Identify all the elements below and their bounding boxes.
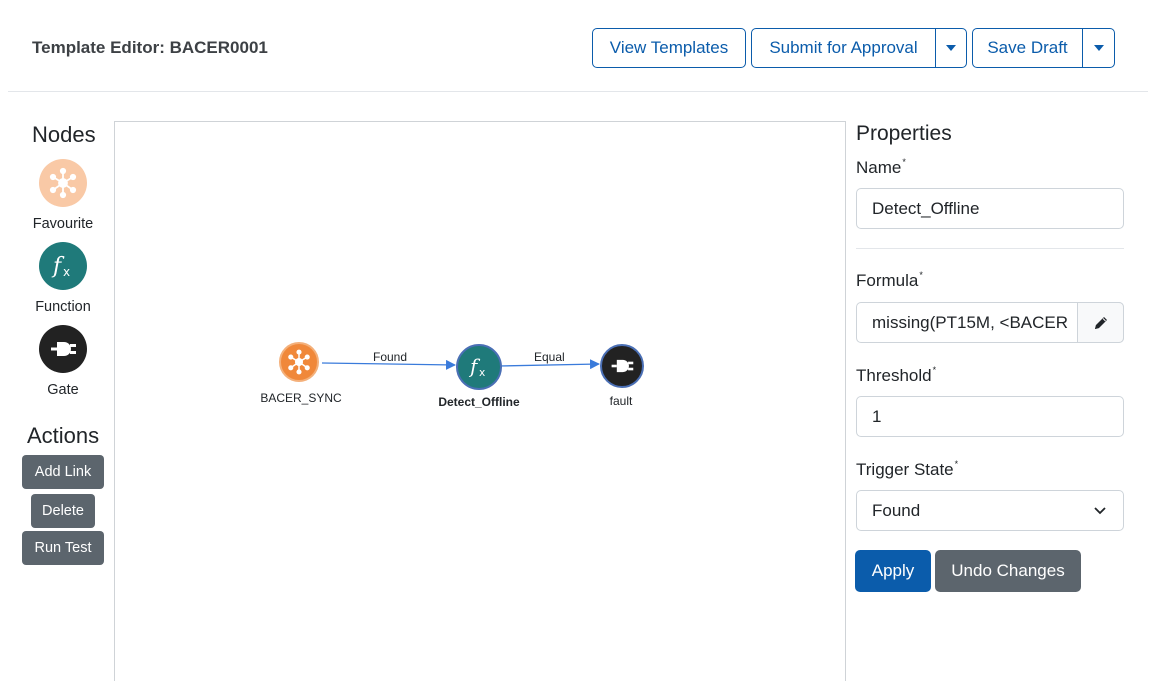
favourite-label: Favourite [32,216,94,232]
edit-formula-button[interactable] [1077,302,1124,343]
graph-node-label-bacer-sync: BACER_SYNC [260,391,342,405]
undo-changes-button[interactable]: Undo Changes [935,550,1081,592]
edge-label-equal: Equal [534,350,565,364]
header-divider [8,91,1148,92]
favourite-node-palette-item[interactable] [39,159,87,207]
view-templates-label: View Templates [609,38,729,57]
actions-title: Actions [27,423,100,448]
caret-down-icon [1093,45,1104,51]
threshold-field-label: Threshold* [856,365,937,385]
chevron-down-icon [1094,506,1106,514]
gate-node-palette-item[interactable] [39,325,87,373]
submit-label: Submit for Approval [769,38,918,57]
properties-title: Properties [856,122,952,145]
submit-for-approval-button[interactable]: Submit for Approval [751,28,936,68]
view-templates-button[interactable]: View Templates [592,28,746,68]
graph-node-label-fault: fault [609,394,633,408]
save-draft-label: Save Draft [987,38,1068,57]
name-field-label: Name* [856,157,906,177]
properties-divider [856,248,1124,249]
trigger-state-field-label: Trigger State* [856,459,959,479]
delete-button[interactable]: Delete [31,494,95,528]
edge-found[interactable] [321,359,456,370]
trigger-state-value: Found [872,500,921,520]
save-draft-dropdown-toggle[interactable] [1082,28,1115,68]
function-label: Function [35,299,91,315]
pencil-icon [1094,316,1107,329]
formula-value: missing(PT15M, <BACER [872,312,1069,332]
function-node-palette-item[interactable]: f x [39,242,87,290]
page-title: Template Editor: BACER0001 [32,38,268,57]
fx-icon: f x [468,355,485,379]
name-input[interactable]: Detect_Offline [856,188,1124,229]
fx-icon: f x [51,254,70,279]
edge-label-found: Found [373,350,408,364]
run-test-button[interactable]: Run Test [22,531,104,565]
name-value: Detect_Offline [872,198,980,218]
graph-edges [321,359,600,370]
caret-down-icon [946,45,956,51]
hub-icon [49,167,77,199]
nodes-title: Nodes [32,122,96,147]
submit-dropdown-toggle[interactable] [935,28,967,68]
graph-node-fault[interactable] [600,344,644,388]
svg-text:x: x [479,367,485,379]
hub-icon [288,349,310,375]
gate-label: Gate [47,382,79,398]
threshold-value: 1 [872,406,882,426]
threshold-input[interactable]: 1 [856,396,1124,437]
formula-field-label: Formula* [856,270,923,290]
apply-button[interactable]: Apply [855,550,931,592]
save-draft-button[interactable]: Save Draft [972,28,1083,68]
graph-canvas[interactable]: Found Equal BACER_SYNC f x Detect_Offlin… [114,121,846,681]
add-link-button[interactable]: Add Link [22,455,104,489]
plug-icon [611,359,634,373]
graph-node-bacer-sync[interactable] [279,342,319,382]
edge-equal[interactable] [498,359,600,370]
graph-node-label-detect-offline: Detect_Offline [438,395,520,409]
plug-icon [51,342,76,356]
graph-node-detect-offline[interactable]: f x [456,344,502,390]
trigger-state-select[interactable]: Found [856,490,1124,531]
svg-text:x: x [63,265,70,279]
